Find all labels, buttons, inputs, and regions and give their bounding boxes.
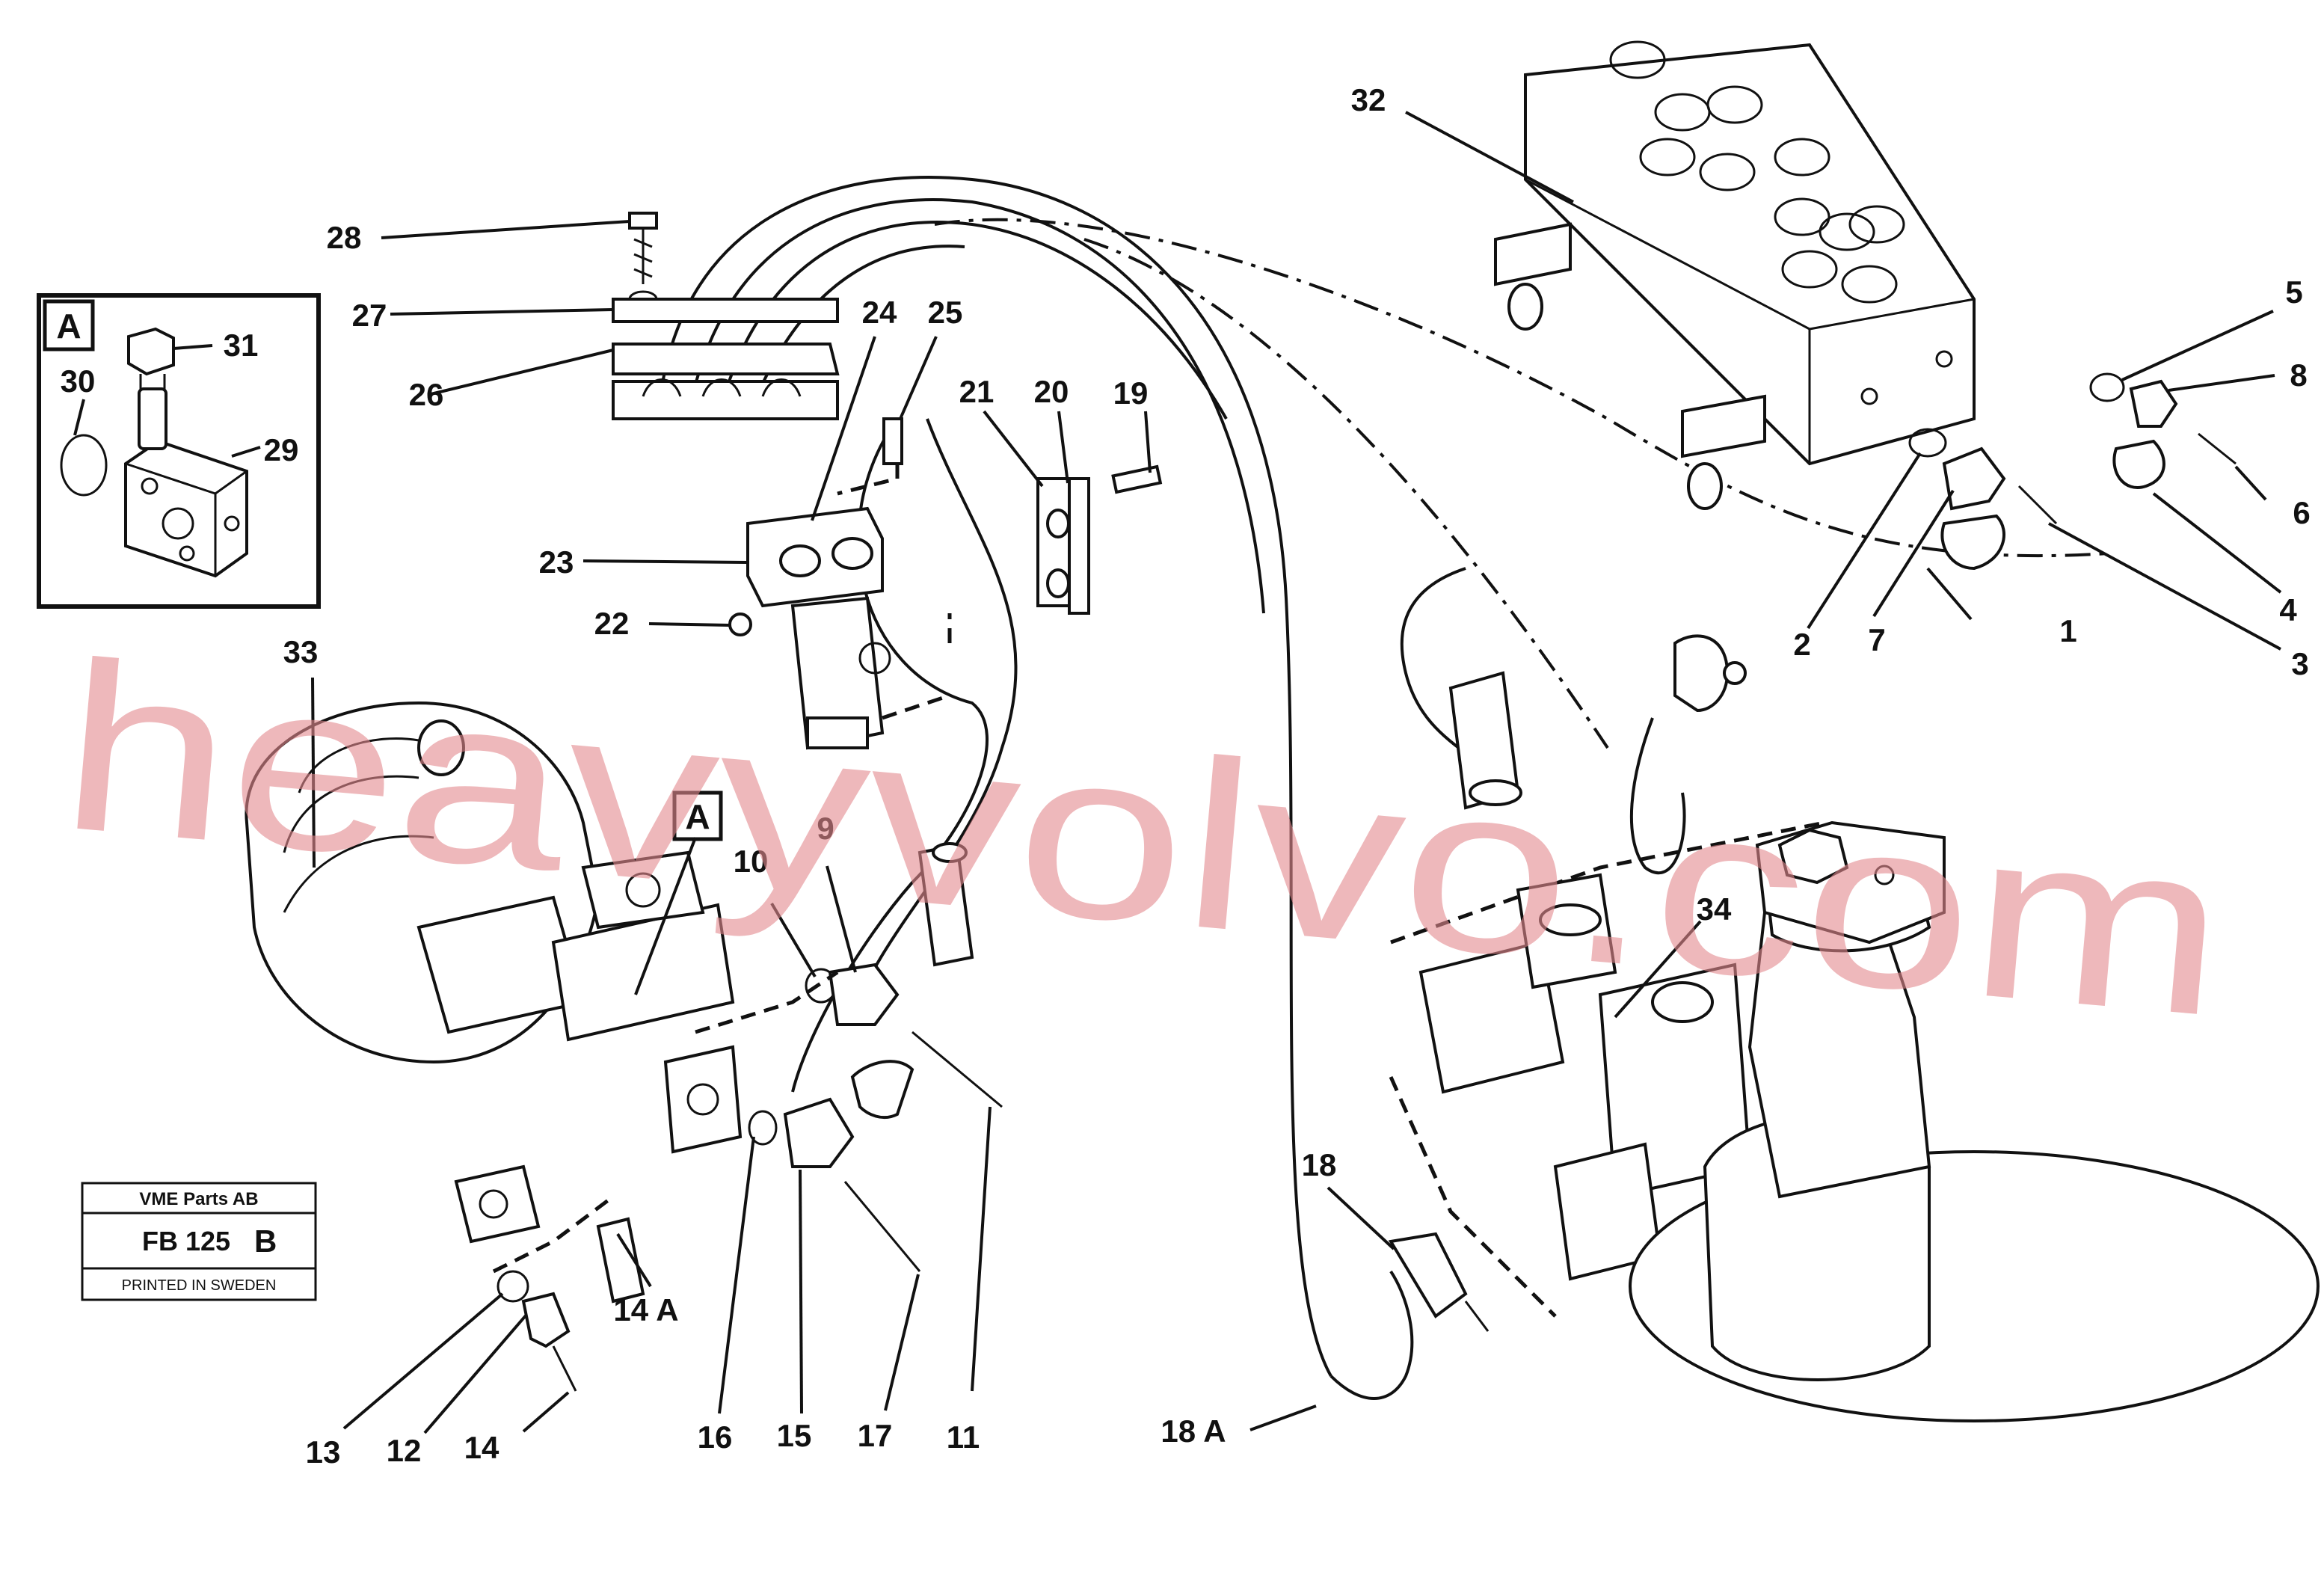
callout-18a: 18 A: [1161, 1413, 1226, 1449]
callout-24: 24: [862, 295, 897, 330]
callout-23: 23: [539, 544, 574, 580]
callout-18: 18: [1302, 1147, 1337, 1182]
hose-clamp-assembly: [612, 212, 1163, 750]
callout-16: 16: [698, 1419, 733, 1455]
title-code: FB 125: [142, 1226, 230, 1256]
callout-31: 31: [224, 328, 259, 363]
callout-4: 4: [2279, 592, 2297, 627]
callout-5: 5: [2285, 274, 2302, 310]
dash-link-pump: [492, 970, 839, 1274]
callout-21: 21: [959, 374, 995, 409]
callout-14: 14: [464, 1430, 499, 1465]
callout-2: 2: [1793, 627, 1810, 662]
right-fittings: [1908, 372, 2237, 571]
callout-20: 20: [1034, 374, 1069, 409]
callout-33: 33: [283, 634, 319, 669]
callout-17: 17: [858, 1418, 893, 1453]
callout-12: 12: [387, 1433, 422, 1468]
callout-27: 27: [352, 298, 387, 333]
title-company: VME Parts AB: [139, 1189, 258, 1209]
swivel-and-valve: [1388, 634, 2320, 1422]
callout-9: 9: [817, 811, 834, 846]
callout-28: 28: [327, 220, 362, 255]
callout-34: 34: [1697, 891, 1732, 927]
callout-29: 29: [264, 432, 299, 467]
callout-14a: 14 A: [613, 1292, 678, 1327]
callout-3: 3: [2291, 646, 2308, 681]
callout-1: 1: [2059, 613, 2076, 648]
dash-link-clamp: [837, 464, 952, 720]
callout-11: 11: [947, 1419, 980, 1455]
lower-center-fittings: [497, 842, 1003, 1392]
callout-19: 19: [1113, 375, 1149, 411]
leader-lines: [73, 111, 2282, 1434]
callout-15: 15: [777, 1418, 812, 1453]
callout-13: 13: [306, 1434, 341, 1470]
inset-a-frame: A: [37, 293, 321, 609]
pump-assembly: [245, 701, 743, 1244]
callout-6: 6: [2293, 495, 2310, 530]
part-callouts: 1 2 3 4 5 6 7 8 9 10 11 12 13 14 14 A 15…: [61, 82, 2311, 1470]
callout-32: 32: [1351, 82, 1386, 117]
control-valve-block: [1494, 40, 1976, 510]
detail-a-tag: A: [672, 790, 723, 841]
callout-8: 8: [2290, 357, 2307, 393]
callout-26: 26: [409, 377, 444, 412]
callout-7: 7: [1868, 622, 1885, 657]
title-printed: PRINTED IN SWEDEN: [122, 1277, 277, 1294]
svg-text:A: A: [685, 797, 710, 836]
title-block: VME Parts AB FB 125 B PRINTED IN SWEDEN: [81, 1182, 317, 1301]
callout-22: 22: [594, 606, 630, 641]
callout-10: 10: [734, 844, 769, 879]
inset-a-tag: A: [56, 307, 81, 346]
callout-25: 25: [928, 295, 963, 330]
title-code-suffix: B: [254, 1224, 277, 1259]
callout-30: 30: [61, 363, 96, 399]
